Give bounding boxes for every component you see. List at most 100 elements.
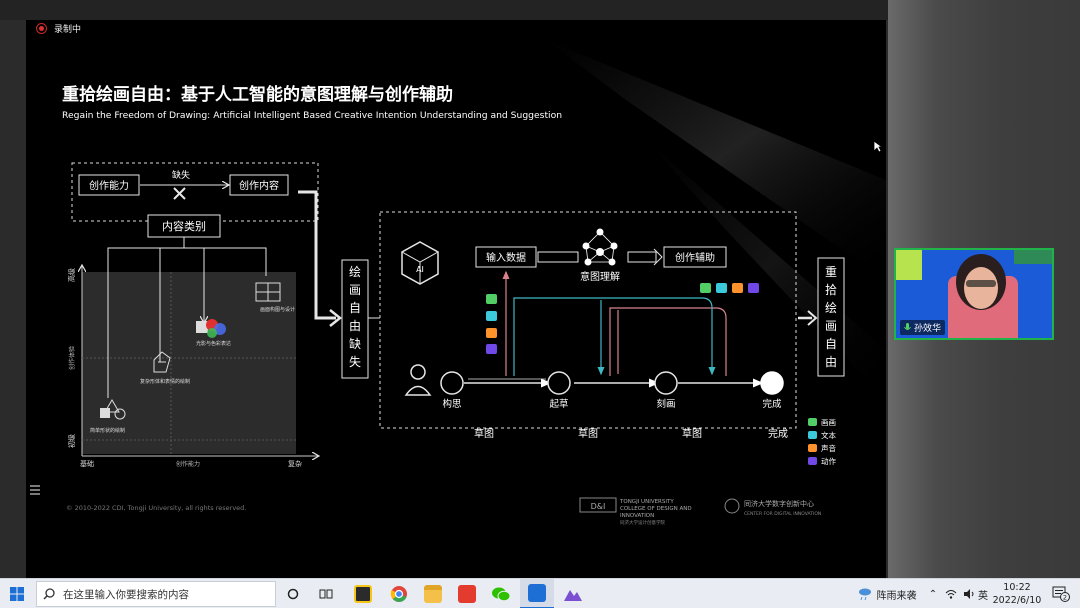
svg-text:由: 由 xyxy=(825,355,837,369)
participant-video[interactable]: 孙效华 xyxy=(894,248,1054,340)
svg-text:AI: AI xyxy=(416,265,424,274)
slide: 重拾绘画自由：基于人工智能的意图理解与创作辅助 Regain the Freed… xyxy=(30,40,886,526)
tongji-cdi-logo: D&I TONGJI UNIVERSITY COLLEGE OF DESIGN … xyxy=(579,497,692,526)
taskbar-app-other[interactable] xyxy=(558,579,588,608)
x-axis-left-label: 基础 xyxy=(80,459,94,468)
svg-text:D&I: D&I xyxy=(591,502,606,511)
stage-node-detail xyxy=(654,371,678,395)
stage-node-draft xyxy=(547,371,571,395)
speaker-icon xyxy=(964,589,974,599)
chrome-icon xyxy=(390,586,407,602)
search-icon xyxy=(43,588,55,600)
ime-indicator: 英 xyxy=(978,590,988,602)
windows-icon xyxy=(10,587,24,601)
freedom-missing-text: 绘 画 自 由 缺 失 xyxy=(349,264,361,369)
freedom-missing-box xyxy=(341,259,369,379)
record-icon xyxy=(36,23,47,34)
background-streak xyxy=(546,40,886,280)
svg-text:TONGJI UNIVERSITY: TONGJI UNIVERSITY xyxy=(619,499,674,505)
svg-text:拾: 拾 xyxy=(825,282,837,297)
svg-text:CENTER FOR DIGITAL INNOVATION: CENTER FOR DIGITAL INNOVATION xyxy=(744,511,821,517)
output-label: 草图 xyxy=(578,428,598,440)
weather-text: 阵雨来袭 xyxy=(876,590,917,602)
missing-label: 缺失 xyxy=(172,169,190,181)
item-composition: 画面构图与设计 xyxy=(260,306,295,313)
recording-indicator: 录制中 xyxy=(36,22,81,35)
flow-arrow xyxy=(298,190,336,320)
svg-text:声音: 声音 xyxy=(821,443,836,453)
svg-text:画: 画 xyxy=(825,319,837,333)
mountain-app-icon xyxy=(564,590,582,601)
participant-name-tag: 孙效华 xyxy=(900,320,946,335)
y-axis-title: 创作体验 xyxy=(68,346,76,370)
content-box xyxy=(229,174,289,196)
svg-text:绘: 绘 xyxy=(825,300,837,315)
svg-text:动作: 动作 xyxy=(821,456,836,466)
output-label: 草图 xyxy=(682,428,702,440)
taskbar-app-wps[interactable] xyxy=(452,579,482,608)
network-button[interactable] xyxy=(942,579,960,608)
assist-label: 创作辅助 xyxy=(675,251,715,264)
ai-cube-icon: AI xyxy=(401,241,439,285)
stage-label: 构思 xyxy=(442,398,462,410)
notification-button[interactable]: 2 xyxy=(1048,579,1074,608)
clock[interactable]: 10:22 2022/6/10 xyxy=(986,581,1048,607)
cortana-button[interactable] xyxy=(282,579,304,608)
svg-text:绘: 绘 xyxy=(349,264,361,279)
teal-path xyxy=(513,297,716,376)
copyright: © 2010-2022 CDI, Tongji University, all … xyxy=(66,504,246,512)
wifi-icon xyxy=(945,590,957,599)
task-view-button[interactable] xyxy=(314,579,338,608)
left-panel: 创作能力 缺失 创作内容 内容类别 高级 创作体验 xyxy=(67,162,318,468)
center-panel: AI 输入数据 意图理解 创作辅助 xyxy=(379,211,797,429)
search-placeholder: 在这里输入你要搜索的内容 xyxy=(63,588,189,601)
cortana-icon xyxy=(287,588,299,600)
svg-text:文本: 文本 xyxy=(821,430,836,440)
input-modal-icons xyxy=(486,294,497,354)
svg-text:同济大学设计创意学院: 同济大学设计创意学院 xyxy=(620,519,665,526)
weather-widget[interactable]: 阵雨来袭 xyxy=(852,579,922,608)
legend-text-icon xyxy=(808,431,817,439)
taskbar-app-wechat[interactable] xyxy=(486,579,516,608)
svg-text:缺: 缺 xyxy=(349,336,361,351)
stage-node-complete xyxy=(760,371,784,395)
wechat-icon xyxy=(492,587,511,602)
missing-cross-icon xyxy=(173,187,186,200)
start-button[interactable] xyxy=(0,579,34,608)
taskbar-app-explorer[interactable] xyxy=(418,579,448,608)
svg-text:重: 重 xyxy=(825,265,837,279)
categories-label: 内容类别 xyxy=(162,219,206,233)
clock-time: 10:22 xyxy=(1003,582,1031,593)
recording-label: 录制中 xyxy=(54,25,82,35)
user-icon xyxy=(404,364,432,396)
meeting-app-icon xyxy=(528,584,546,602)
ability-box xyxy=(78,174,140,196)
x-axis-right-label: 复杂 xyxy=(288,459,302,468)
composition-icon xyxy=(255,282,281,302)
legend: 画画 文本 声音 动作 xyxy=(808,418,836,466)
legend-voice-icon xyxy=(808,444,817,452)
ime-button[interactable]: 英 xyxy=(976,579,990,608)
volume-button[interactable] xyxy=(960,579,978,608)
svg-text:由: 由 xyxy=(349,319,361,333)
svg-text:画: 画 xyxy=(349,283,361,297)
search-input[interactable]: 在这里输入你要搜索的内容 xyxy=(36,581,276,607)
participant-name: 孙效华 xyxy=(914,324,942,334)
taskbar-app-notes[interactable] xyxy=(348,579,378,608)
microphone-icon xyxy=(904,323,911,330)
output-label: 草图 xyxy=(474,428,494,440)
svg-text:COLLEGE OF DESIGN AND: COLLEGE OF DESIGN AND xyxy=(620,506,692,512)
y-axis-top-label: 高级 xyxy=(67,268,76,282)
item-figure: 复杂形体和表情的绘制 xyxy=(140,378,190,385)
notes-app-icon xyxy=(354,585,372,603)
svg-text:自: 自 xyxy=(349,301,361,315)
tray-expand-button[interactable]: ⌃ xyxy=(924,579,942,608)
task-view-icon xyxy=(319,589,333,599)
folder-icon xyxy=(424,585,442,603)
taskbar-app-meeting[interactable] xyxy=(520,579,554,608)
svg-text:画画: 画画 xyxy=(821,418,836,427)
legend-gesture-icon xyxy=(808,457,817,465)
menu-icon[interactable] xyxy=(30,485,40,495)
taskbar-app-chrome[interactable] xyxy=(384,579,414,608)
digital-innovation-logo: 同济大学数字创新中心 CENTER FOR DIGITAL INNOVATION xyxy=(724,498,821,517)
